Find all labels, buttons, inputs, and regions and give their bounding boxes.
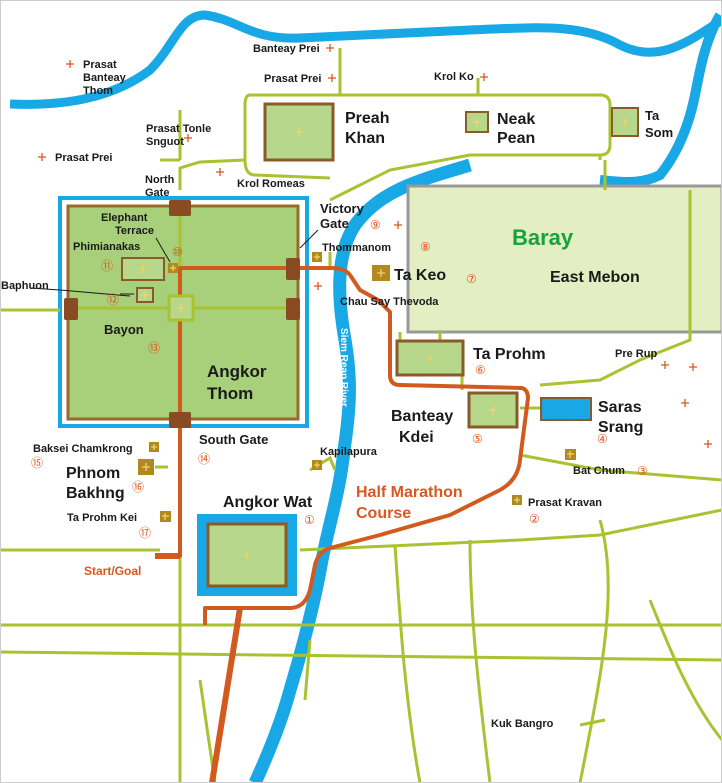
pre-rup-label: Pre Rup xyxy=(615,348,657,360)
course-numbers: ① ② ③ ④ ⑤ ⑥ ⑦ ⑧ ⑨ ⑩ ⑪ ⑫ ⑬ ⑭ ⑮ ⑯ ⑰ xyxy=(31,218,648,540)
phimianakas-label: Phimianakas xyxy=(73,241,140,253)
victory-gate-label-1: Victory xyxy=(320,201,365,216)
banteay-kdei-label-2: Kdei xyxy=(399,429,434,446)
half-marathon-course xyxy=(155,266,530,625)
temple-squares xyxy=(121,102,639,596)
saras-srang-label-2: Srang xyxy=(598,419,643,436)
angkor-thom-label-1: Angkor xyxy=(207,362,267,381)
number-13: ⑬ xyxy=(148,341,160,355)
saras-srang-pool xyxy=(540,397,592,421)
kuk-bangro-label: Kuk Bangro xyxy=(491,718,554,730)
number-12: ⑫ xyxy=(107,293,119,307)
saras-srang-label-1: Saras xyxy=(598,399,642,416)
banteay-kdei-label-1: Banteay xyxy=(391,408,453,425)
number-14: ⑭ xyxy=(198,452,210,466)
start-goal-label: Start/Goal xyxy=(84,564,141,578)
prasat-banteay-thom-label-3: Thom xyxy=(83,85,113,97)
small-site-crosses xyxy=(38,44,712,448)
number-7: ⑦ xyxy=(466,272,477,286)
number-9: ⑨ xyxy=(370,218,381,232)
victory-gate-label-2: Gate xyxy=(320,216,349,231)
banteay-prei-label: Banteay Prei xyxy=(253,43,320,55)
water-layer xyxy=(9,10,722,783)
temple-cross-icons xyxy=(139,118,629,559)
number-1: ① xyxy=(304,513,315,527)
gate-markers xyxy=(64,200,300,428)
south-gate-label: South Gate xyxy=(199,432,268,447)
course-label-1: Half Marathon xyxy=(356,484,463,501)
thommanom-label: Thommanom xyxy=(322,242,391,254)
east-baray xyxy=(406,184,722,334)
chau-say-thevoda-label: Chau Say Thevoda xyxy=(340,296,439,308)
siem-reap-river-label: Siem Reap River xyxy=(338,328,349,407)
number-5: ⑤ xyxy=(472,432,483,446)
baray-label: Baray xyxy=(512,225,574,250)
neak-pean-label-1: Neak xyxy=(497,111,535,128)
number-6: ⑥ xyxy=(475,363,486,377)
north-gate-label-1: North xyxy=(145,174,175,186)
baksei-chamkrong-label: Baksei Chamkrong xyxy=(33,443,133,455)
phnom-bakhng-label-2: Bakhng xyxy=(66,485,125,502)
north-gate-marker xyxy=(169,200,191,216)
prasat-banteay-thom-label-1: Prasat xyxy=(83,59,117,71)
north-gate-label-2: Gate xyxy=(145,187,169,199)
labels: Prasat Banteay Thom Prasat Prei Banteay … xyxy=(1,43,673,730)
number-10: ⑩ xyxy=(172,245,183,259)
west-gate-marker xyxy=(64,298,78,320)
ta-prohm-kei-label: Ta Prohm Kei xyxy=(67,512,137,524)
east-gate-marker xyxy=(286,298,300,320)
ta-prohm-label: Ta Prohm xyxy=(473,346,546,363)
number-11: ⑪ xyxy=(101,259,113,273)
east-mebon-label: East Mebon xyxy=(550,269,640,286)
angkor-wat-label: Angkor Wat xyxy=(223,494,313,511)
number-4: ④ xyxy=(597,432,608,446)
neak-pean-label-2: Pean xyxy=(497,130,535,147)
siem-reap-river xyxy=(249,158,472,783)
ta-keo-label: Ta Keo xyxy=(394,267,446,284)
elephant-terrace-label-1: Elephant xyxy=(101,212,148,224)
number-3: ③ xyxy=(637,464,648,478)
callout-arrows xyxy=(29,229,319,297)
victory-gate-marker xyxy=(286,258,300,280)
number-2: ② xyxy=(529,512,540,526)
ta-som-label-2: Som xyxy=(645,125,673,140)
kapilapura-label: Kapilapura xyxy=(320,446,378,458)
number-16: ⑯ xyxy=(132,480,144,494)
number-17: ⑰ xyxy=(139,526,151,540)
krol-ko-label: Krol Ko xyxy=(434,71,474,83)
ta-prohm-square xyxy=(395,339,465,377)
prasat-tonle-snguot-label-1: Prasat Tonle xyxy=(146,123,211,135)
bayon-label: Bayon xyxy=(104,322,144,337)
angkor-thom-label-2: Thom xyxy=(207,384,253,403)
baphuon-label: Baphuon xyxy=(1,280,49,292)
krol-romeas-label: Krol Romeas xyxy=(237,178,305,190)
phnom-bakhng-label-1: Phnom xyxy=(66,465,120,482)
northern-river xyxy=(9,10,722,109)
prasat-prei-west-label: Prasat Prei xyxy=(55,152,112,164)
elephant-terrace-label-2: Terrace xyxy=(115,225,154,237)
prasat-tonle-snguot-label-2: Snguot xyxy=(146,136,184,148)
south-gate-marker xyxy=(169,412,191,428)
course-access-road xyxy=(209,607,243,783)
preah-khan-label-2: Khan xyxy=(345,130,385,147)
bat-chum-label: Bat Chum xyxy=(573,465,625,477)
number-8: ⑧ xyxy=(420,240,431,254)
preah-khan-label-1: Preah xyxy=(345,110,389,127)
eastern-river xyxy=(599,12,722,187)
prasat-kravan-label: Prasat Kravan xyxy=(528,497,602,509)
ta-som-label-1: Ta xyxy=(645,108,660,123)
course-label-2: Course xyxy=(356,505,411,522)
prasat-prei-north-label: Prasat Prei xyxy=(264,73,321,85)
number-15: ⑮ xyxy=(31,456,43,470)
prasat-banteay-thom-label-2: Banteay xyxy=(83,72,127,84)
